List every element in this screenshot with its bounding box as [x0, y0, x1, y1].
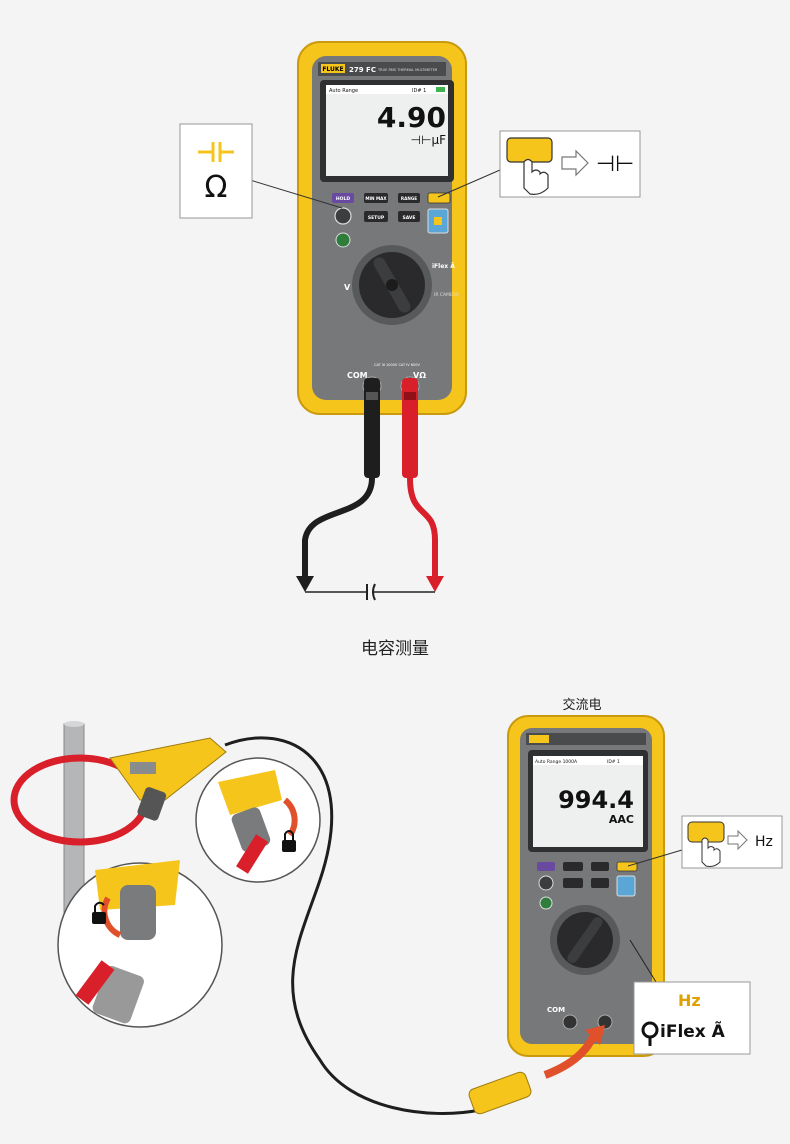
- unlock-detail: [57, 860, 223, 1028]
- screen-status: Auto Range: [329, 88, 358, 94]
- hold-button-label: HOLD: [336, 196, 350, 202]
- hand-press-icon: [523, 158, 549, 195]
- screen-unit: ⊣⊢μF: [411, 133, 447, 147]
- multimeter-top: FLUKE 279 FC TRUE RMS THERMAL MULTIMETER…: [297, 41, 467, 415]
- com-label-bottom: COM: [547, 1006, 565, 1014]
- iflex-hz-label: Hz: [678, 991, 701, 1010]
- capacitor-symbol: ⊣⊢: [596, 152, 634, 177]
- iflex-label: iFlex Ã: [660, 1019, 726, 1042]
- red-probe: [402, 378, 444, 592]
- screen-value-bottom: 994.4: [558, 786, 634, 814]
- dial-camera-label: IR CAMERA: [434, 292, 460, 298]
- caption-ac: 交流电: [562, 698, 602, 713]
- lock-detail: [195, 757, 321, 883]
- model-sub-label: TRUE RMS THERMAL MULTIMETER: [377, 68, 438, 72]
- cat-label: CAT III 1000V CAT IV 600V: [374, 363, 420, 367]
- iflex-probe-icon: [641, 1021, 659, 1046]
- iflex-connector: [468, 1025, 605, 1115]
- com-label: COM: [347, 371, 368, 380]
- brand-label: FLUKE: [322, 66, 343, 73]
- dial-right-label: iFlex Ã: [432, 263, 455, 270]
- multimeter-bottom: Auto Range 1000A ID# 1 994.4 AAC COM: [507, 715, 665, 1057]
- ohm-symbol: Ω: [205, 170, 228, 205]
- capacitor-circuit: [305, 583, 435, 601]
- callout-capacitance-button: ⊣⊢: [437, 130, 641, 198]
- model-label: 279 FC: [349, 66, 376, 74]
- lock-icon: [282, 830, 296, 852]
- black-probe: [296, 378, 380, 592]
- unlock-icon: [92, 901, 106, 924]
- arrow-right-icon-hz: [727, 829, 748, 851]
- setup-button-label: SETUP: [368, 215, 385, 221]
- screen-id: ID# 1: [412, 88, 426, 94]
- screen-id-bottom: ID# 1: [607, 759, 620, 765]
- screen-unit-bottom: AAC: [609, 813, 634, 826]
- capacitance-illustration: FLUKE 279 FC TRUE RMS THERMAL MULTIMETER…: [179, 41, 641, 601]
- range-button-label: RANGE: [401, 196, 417, 201]
- dial-left-label: V: [344, 283, 351, 292]
- callout-capacitance-ohm: Ω: [179, 123, 343, 219]
- save-button-label: SAVE: [403, 215, 416, 221]
- ac-current-illustration: Auto Range 1000A ID# 1 994.4 AAC COM Hz: [10, 715, 783, 1115]
- volt-ohm-label: VΩ: [413, 371, 426, 380]
- screen-value: 4.90: [377, 101, 446, 134]
- arrow-right-icon: [561, 149, 589, 177]
- minmax-button-label: MIN MAX: [365, 196, 387, 201]
- callout-hz: Hz: [627, 815, 783, 869]
- iflex-probe: [10, 736, 481, 1115]
- hz-label: Hz: [755, 834, 773, 850]
- screen-status-bottom: Auto Range 1000A: [535, 759, 578, 765]
- callout-iflex: Hz iFlex Ã: [629, 939, 751, 1055]
- caption-capacitance: 电容测量: [361, 639, 429, 659]
- conductor-pole: [63, 721, 85, 915]
- capacitor-icon: [198, 142, 234, 162]
